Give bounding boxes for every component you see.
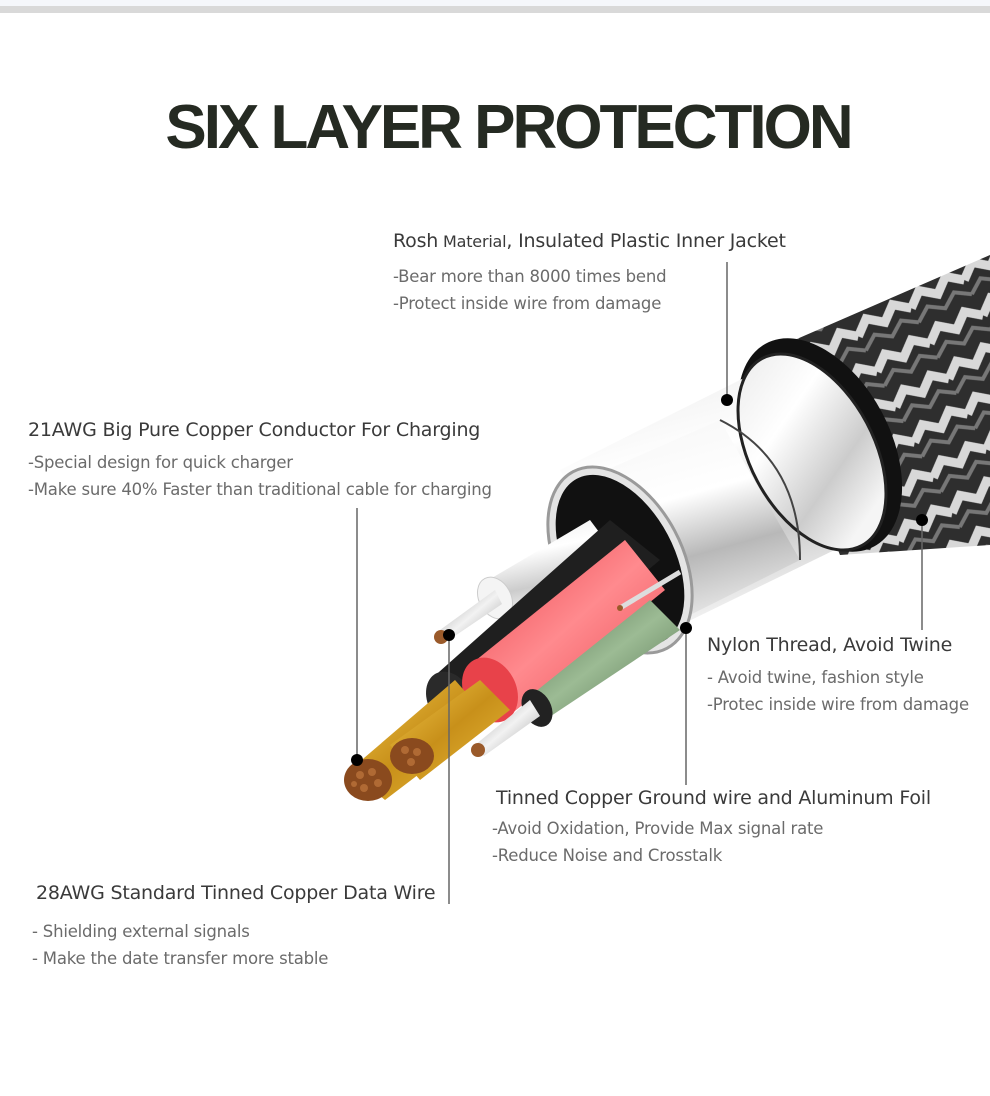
label-data-wire-head: 28AWG Standard Tinned Copper Data Wire	[36, 882, 436, 904]
label-nylon: Nylon Thread, Avoid Twine - Avoid twine,…	[707, 632, 969, 718]
label-ground: Tinned Copper Ground wire and Aluminum F…	[492, 785, 931, 869]
label-ground-line-2: -Reduce Noise and Crosstalk	[492, 846, 723, 865]
top-strip-highlight	[0, 0, 990, 6]
label-ground-head: Tinned Copper Ground wire and Aluminum F…	[496, 787, 931, 809]
ground-wire-strand	[618, 569, 682, 611]
label-conductor-head: 21AWG Big Pure Copper Conductor For Char…	[28, 419, 481, 441]
leader-lines	[351, 262, 928, 904]
label-inner-jacket-line-2: -Protect inside wire from damage	[393, 294, 662, 313]
top-divider-bar	[0, 6, 990, 13]
label-nylon-line-1: - Avoid twine, fashion style	[707, 668, 924, 687]
label-inner-jacket: Rosh Material, Insulated Plastic Inner J…	[393, 228, 786, 317]
label-conductor: 21AWG Big Pure Copper Conductor For Char…	[28, 417, 492, 503]
label-inner-jacket-head-c: , Insulated Plastic Inner Jacket	[506, 230, 786, 252]
label-data-wire: 28AWG Standard Tinned Copper Data Wire -…	[32, 880, 436, 972]
green-data-wire	[471, 600, 680, 757]
copper-conductors	[344, 680, 510, 801]
label-inner-jacket-line-1: -Bear more than 8000 times bend	[393, 267, 667, 286]
label-nylon-head: Nylon Thread, Avoid Twine	[707, 634, 953, 656]
page-title: SIX LAYER PROTECTION	[165, 93, 853, 162]
label-conductor-line-1: -Special design for quick charger	[28, 453, 293, 472]
label-inner-jacket-head-b: Material	[438, 232, 507, 251]
label-nylon-line-2: -Protec inside wire from damage	[707, 695, 969, 714]
label-data-wire-line-2: - Make the date transfer more stable	[32, 949, 329, 968]
label-data-wire-line-1: - Shielding external signals	[32, 922, 250, 941]
label-ground-line-1: -Avoid Oxidation, Provide Max signal rat…	[492, 819, 824, 838]
label-conductor-line-2: -Make sure 40% Faster than traditional c…	[28, 480, 492, 499]
label-inner-jacket-head-a: Rosh	[393, 230, 439, 252]
